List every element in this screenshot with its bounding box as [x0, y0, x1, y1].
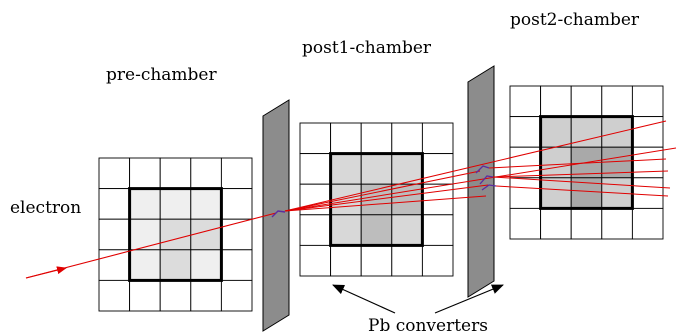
shower-rays [284, 120, 677, 212]
grid-cell [299, 183, 332, 216]
grid-cell [540, 177, 572, 209]
grid-cell [299, 122, 332, 155]
shower-start-1 [271, 210, 286, 218]
grid-cell [509, 207, 542, 240]
grid-cell [330, 214, 362, 246]
grid-cell [159, 279, 192, 312]
grid-cell [190, 157, 222, 190]
grid-cell [220, 218, 253, 251]
grid-cell [601, 85, 633, 118]
shower-rays-2 [488, 158, 671, 197]
grid-cell [159, 249, 192, 281]
grid-cell [540, 207, 572, 240]
grid-cell [220, 249, 253, 281]
grid-cell [421, 214, 454, 246]
grid-cell [421, 244, 454, 277]
grid-cell [570, 85, 603, 118]
grid-cell [509, 85, 542, 118]
grid-cell [98, 279, 131, 312]
grid-cell [190, 279, 222, 312]
grid-cell [509, 177, 542, 209]
converter-arrow-1 [332, 284, 396, 314]
grid-cell [391, 122, 423, 155]
grid-cell [330, 122, 362, 155]
core-region-outline [539, 115, 634, 210]
grid-cell [509, 116, 542, 148]
grid-cell [631, 146, 664, 179]
post1-chamber-grid [299, 122, 454, 277]
grid-cell [129, 157, 161, 190]
grid-cell [129, 218, 161, 251]
grid-cell [220, 279, 253, 312]
grid-cell [391, 244, 423, 277]
core-region-outline [128, 187, 223, 282]
grid-cell [421, 122, 454, 155]
grid-cell [299, 214, 332, 246]
grid-cell [220, 157, 253, 190]
grid-cell [159, 157, 192, 190]
grid-cell [330, 244, 362, 277]
grid-cell [360, 214, 393, 246]
grid-cell [220, 188, 253, 220]
grid-cell [98, 218, 131, 251]
shower-start-2 [475, 165, 497, 191]
grid-cell [299, 153, 332, 185]
grid-cell [190, 218, 222, 251]
grid-cell [601, 116, 633, 148]
grid-cell [360, 122, 393, 155]
pre-chamber-grid [98, 157, 253, 312]
grid-cell [570, 207, 603, 240]
grid-cell [540, 146, 572, 179]
pb-converter-2 [467, 65, 495, 298]
converter-arrow-2 [434, 284, 504, 314]
grid-cell [360, 153, 393, 185]
pb-converter-1 [262, 99, 290, 332]
grid-cell [129, 279, 161, 312]
grid-cell [98, 157, 131, 190]
grid-cell [540, 85, 572, 118]
core-region-outline [329, 152, 424, 247]
grid-cell [421, 153, 454, 185]
grid-cell [540, 116, 572, 148]
grid-cell [129, 188, 161, 220]
grid-cell [98, 249, 131, 281]
grid-cell [98, 188, 131, 220]
post1-chamber-label: post1-chamber [302, 38, 432, 58]
pb-converters-label: Pb converters [368, 316, 488, 335]
grid-cell [391, 183, 423, 216]
grid-cell [129, 249, 161, 281]
grid-cell [299, 244, 332, 277]
grid-cell [190, 249, 222, 281]
grid-cell [631, 207, 664, 240]
grid-cell [631, 116, 664, 148]
electron-arrow [25, 266, 67, 279]
grid-cell [360, 244, 393, 277]
electron-track [25, 212, 277, 279]
grid-cell [631, 177, 664, 209]
grid-cell [190, 188, 222, 220]
grid-cell [159, 188, 192, 220]
pre-chamber-label: pre-chamber [106, 65, 217, 85]
grid-cell [391, 214, 423, 246]
grid-cell [631, 85, 664, 118]
post2-chamber-grid [509, 85, 664, 240]
grid-cell [159, 218, 192, 251]
post2-chamber-label: post2-chamber [510, 10, 640, 30]
electron-label: electron [10, 198, 81, 218]
grid-cell [601, 207, 633, 240]
grid-cell [330, 153, 362, 185]
